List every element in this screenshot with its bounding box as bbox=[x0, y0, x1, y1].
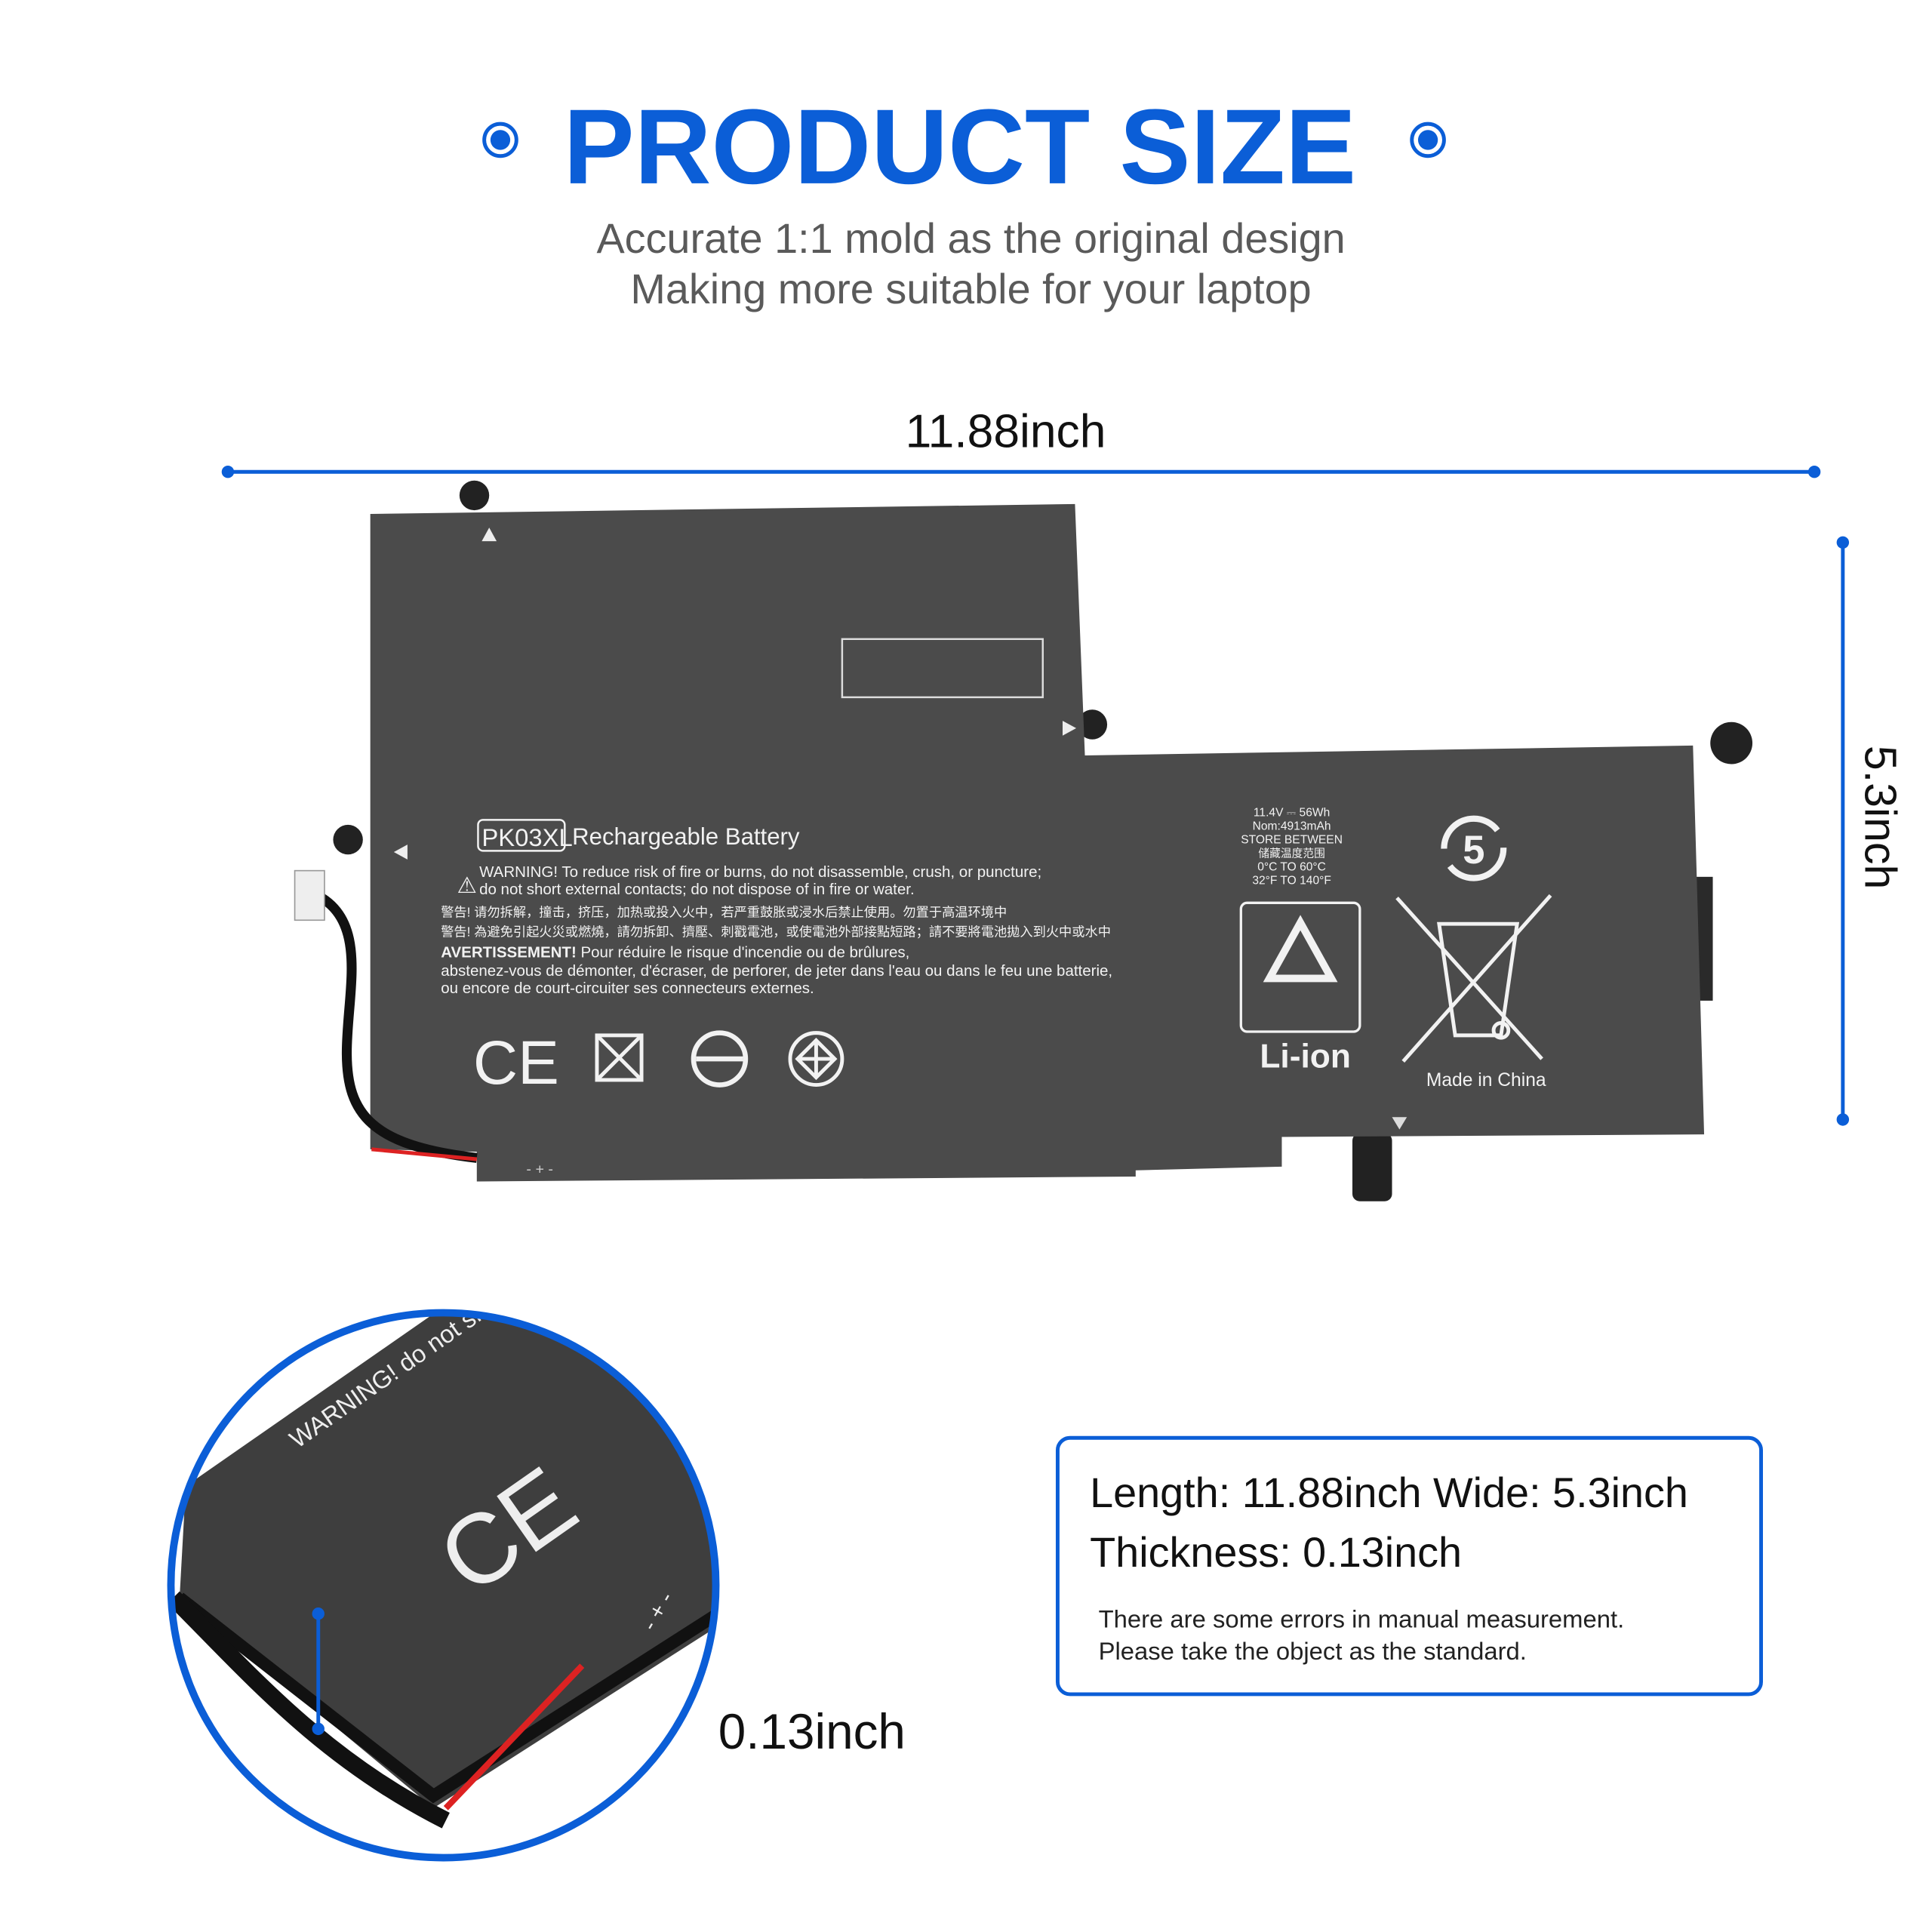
svg-text:5: 5 bbox=[1463, 828, 1484, 872]
china-recycle-icon bbox=[595, 1033, 644, 1082]
title-bullet-right bbox=[1410, 122, 1446, 158]
warning-icon: ⚠ bbox=[457, 873, 477, 898]
crosshair-icon bbox=[788, 1031, 844, 1087]
length-dimension-line bbox=[221, 466, 1821, 478]
polarity-marking: - + - bbox=[526, 1161, 553, 1178]
epup-disc-icon bbox=[691, 1030, 749, 1088]
spec-box-note-2: Please take the object as the standard. bbox=[1099, 1637, 1527, 1665]
warning-fr-3: ou encore de court-circuiter ses connect… bbox=[441, 980, 814, 997]
spec-store: STORE BETWEEN bbox=[1241, 834, 1343, 847]
subtitle-line-2: Making more suitable for your laptop bbox=[630, 265, 1311, 312]
subtitle-line-1: Accurate 1:1 mold as the original design bbox=[596, 214, 1345, 262]
weee-bin-icon bbox=[1395, 894, 1552, 1063]
spec-box-dimensions: Length: 11.88inch Wide: 5.3inch bbox=[1090, 1469, 1688, 1516]
spec-box-note-1: There are some errors in manual measurem… bbox=[1099, 1604, 1625, 1632]
spec-voltage: 11.4V ⎓ 56Wh bbox=[1254, 806, 1330, 819]
thickness-closeup-image: WARNING! do not short ex CE - + - bbox=[173, 1315, 714, 1856]
li-ion-label: Li-ion bbox=[1260, 1038, 1351, 1075]
battery-type: Rechargeable Battery bbox=[572, 823, 800, 850]
thickness-dimension-line bbox=[312, 1607, 325, 1736]
warning-en-1: WARNING! To reduce risk of fire or burns… bbox=[479, 863, 1041, 881]
ce-mark-icon: CE bbox=[473, 1029, 559, 1097]
spec-box-thickness: Thickness: 0.13inch bbox=[1090, 1528, 1462, 1576]
epup-5-icon: 5 bbox=[1441, 815, 1507, 881]
recycle-icon bbox=[1239, 901, 1361, 1033]
warning-fr-2: abstenez-vous de démonter, d'écraser, de… bbox=[441, 962, 1112, 980]
closeup-circle-border bbox=[167, 1309, 720, 1862]
warning-zh-1: 警告! 请勿拆解，撞击，挤压，加热或投入火中，若严重鼓胀或浸水后禁止使用。勿置于… bbox=[441, 904, 1007, 919]
title-bullet-left bbox=[482, 122, 518, 158]
model-number: PK03XL bbox=[481, 823, 572, 851]
battery-image bbox=[294, 480, 1753, 1201]
warning-en-2: do not short external contacts; do not d… bbox=[479, 881, 915, 898]
spec-temp-f: 32°F TO 140°F bbox=[1252, 875, 1331, 888]
thickness-label: 0.13inch bbox=[718, 1704, 906, 1759]
battery-label: PK03XL Rechargeable Battery ⚠ WARNING! T… bbox=[441, 806, 1552, 1178]
made-in-china: Made in China bbox=[1426, 1070, 1546, 1091]
warning-fr-1: AVERTISSEMENT! Pour réduire le risque d'… bbox=[441, 944, 909, 961]
spec-store-zh: 储藏温度范围 bbox=[1258, 848, 1325, 860]
page-title: PRODUCT SIZE bbox=[564, 87, 1357, 206]
spec-box bbox=[1055, 1435, 1763, 1697]
spec-temp-c: 0°C TO 60°C bbox=[1257, 861, 1326, 874]
width-label: 5.3inch bbox=[1855, 746, 1905, 889]
width-dimension-line bbox=[1836, 536, 1850, 1126]
warning-zh-2: 警告! 為避免引起火災或燃燒，請勿拆卸、擠壓、刺戳電池，或使電池外部接點短路；請… bbox=[441, 924, 1111, 940]
length-label: 11.88inch bbox=[906, 405, 1106, 457]
spec-capacity: Nom:4913mAh bbox=[1253, 820, 1331, 832]
